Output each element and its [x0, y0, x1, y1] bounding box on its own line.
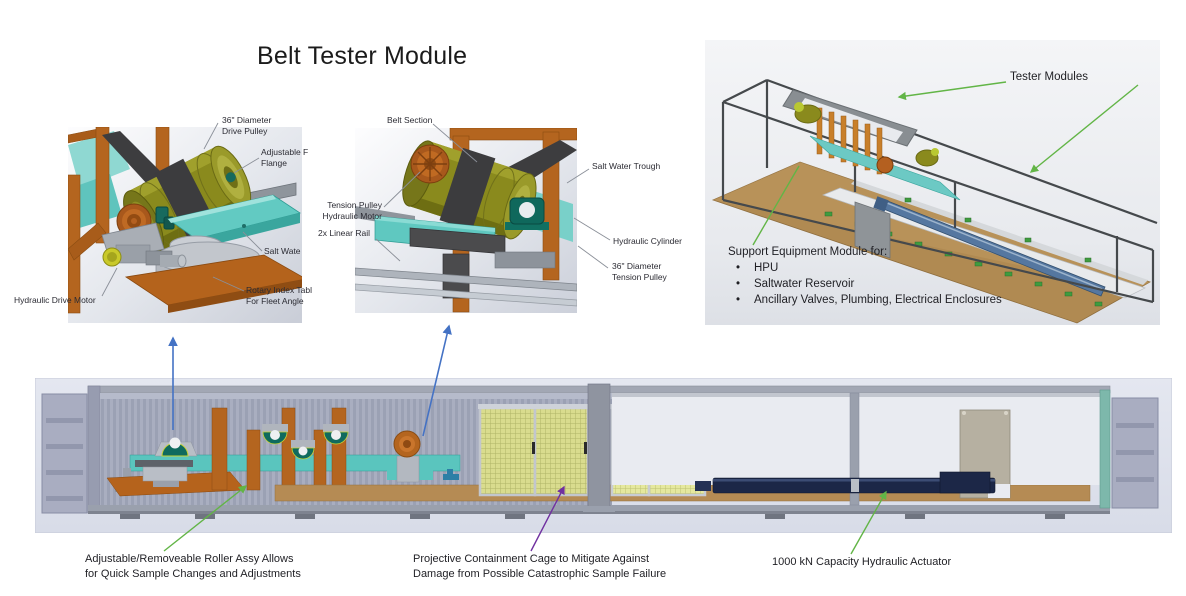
middle-detail-figure: [355, 128, 577, 313]
support-item-saltwater: Saltwater Reservoir: [728, 276, 1048, 292]
hydraulic-actuator: [695, 471, 996, 494]
label-adjustable-flange: Adjustable F Flange: [261, 147, 309, 168]
hydraulic-drive-motor-assembly: [101, 222, 187, 268]
label-hydraulic-cylinder: Hydraulic Cylinder: [613, 236, 682, 246]
label-hydraulic-drive-motor: Hydraulic Drive Motor: [14, 295, 96, 305]
page-title: Belt Tester Module: [257, 42, 468, 70]
tester-module-cluster: [782, 89, 961, 259]
label-salt-water-trough: Salt Water Trough: [592, 161, 661, 171]
left-container-door: [41, 393, 88, 514]
carriage-bracket: [409, 227, 556, 299]
label-roller-assy: Adjustable/Removeable Roller Assy Allows…: [85, 553, 301, 580]
label-linear-rail: 2x Linear Rail: [318, 228, 370, 238]
hanging-bearings: [262, 424, 349, 460]
container-side-view: [35, 378, 1172, 533]
linear-rails: [355, 267, 577, 307]
right-container-door: [1111, 397, 1159, 509]
salt-water-table: [167, 194, 301, 249]
support-equipment-list: HPU Saltwater Reservoir Ancillary Valves…: [728, 260, 1048, 308]
center-frame-post: [583, 383, 615, 512]
label-belt-section: Belt Section: [387, 115, 433, 125]
support-equipment-title: Support Equipment Module for:: [728, 246, 888, 258]
label-drive-pulley: 36" Diameter Drive Pulley: [222, 115, 272, 136]
left-detail-figure: [68, 127, 302, 323]
support-equipment-block: Support Equipment Module for: HPU Saltwa…: [728, 244, 1048, 308]
tension-hub-orange: [410, 144, 450, 184]
label-salt-water: Salt Wate: [264, 246, 301, 256]
label-containment-cage: Projective Containment Cage to Mitigate …: [413, 553, 667, 580]
belt-run: [102, 131, 164, 185]
support-item-ancillary: Ancillary Valves, Plumbing, Electrical E…: [728, 292, 1048, 308]
support-item-hpu: HPU: [728, 260, 1048, 276]
pillow-block-bearing: [505, 197, 549, 230]
gearbox-teal: [155, 206, 175, 230]
label-hydraulic-actuator: 1000 kN Capacity Hydraulic Actuator: [772, 556, 952, 568]
tension-motor-assembly: [387, 430, 459, 483]
label-tester-modules: Tester Modules: [1010, 71, 1088, 83]
label-tension-pulley: 36" Diameter Tension Pulley: [612, 261, 667, 282]
label-tension-pulley-motor: Tension Pulley Hydraulic Motor: [322, 200, 382, 221]
open-section: [612, 389, 1111, 509]
label-rotary-index: Rotary Index Tabl For Fleet Angle: [246, 285, 312, 306]
